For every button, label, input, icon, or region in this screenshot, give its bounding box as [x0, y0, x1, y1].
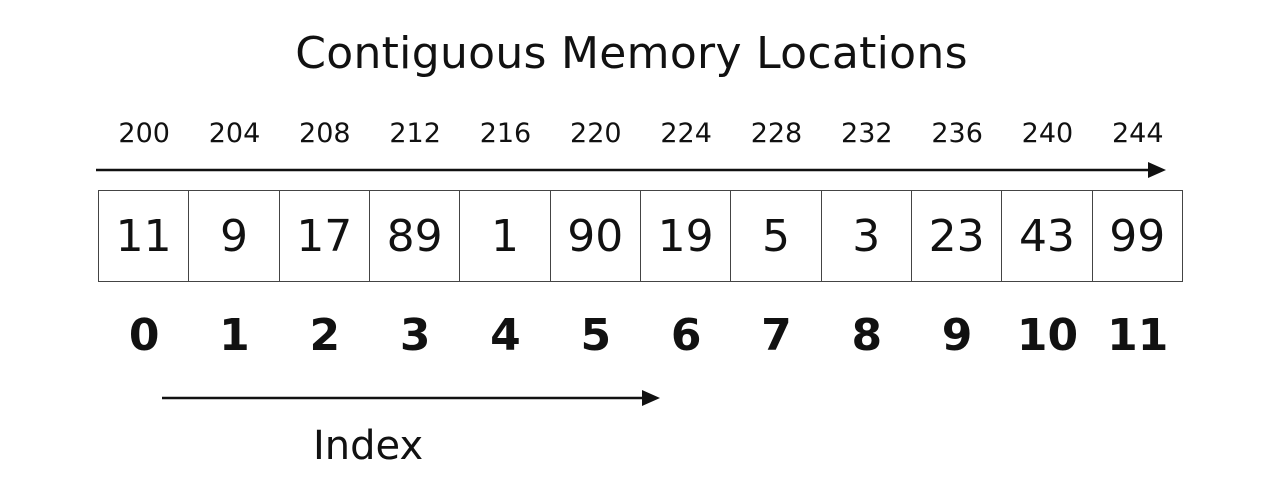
address-label: 232 [841, 118, 893, 149]
address-label: 204 [208, 118, 261, 149]
index-number: 1 [219, 310, 250, 361]
index-number: 11 [1107, 310, 1169, 361]
address-label: 228 [750, 118, 803, 149]
index-number: 2 [309, 310, 341, 361]
array-cell: 5 [731, 191, 822, 281]
index-number: 5 [580, 310, 612, 361]
address-label: 200 [118, 118, 170, 149]
address-label: 216 [479, 118, 532, 149]
index-number: 0 [128, 310, 160, 361]
array-cell: 1 [460, 191, 551, 281]
index-row: 0 1 2 3 4 5 6 7 8 9 10 11 [99, 310, 1183, 361]
index-number: 4 [490, 310, 521, 361]
address-row: 200 204 208 212 216 220 224 228 232 236 … [99, 118, 1183, 149]
array-cell: 90 [551, 191, 641, 281]
address-label: 208 [299, 118, 351, 149]
address-label: 240 [1021, 118, 1074, 149]
index-number: 8 [851, 310, 883, 361]
array-cell: 99 [1109, 210, 1166, 262]
array-cell: 11 [99, 191, 190, 281]
address-label: 220 [570, 118, 622, 149]
address-label: 212 [389, 118, 441, 149]
index-arrow [162, 390, 660, 406]
array-cells: 11 9 17 89 1 90 19 5 3 23 43 99 [98, 190, 1183, 282]
array-cell: 43 [1002, 191, 1093, 281]
index-number: 10 [1016, 310, 1079, 361]
array-cell: 23 [912, 191, 1003, 281]
address-label: 244 [1112, 118, 1164, 149]
index-number: 3 [399, 310, 431, 361]
address-arrow [96, 162, 1166, 178]
address-label: 236 [931, 118, 983, 149]
array-cell: 9 [189, 191, 280, 281]
index-number: 7 [761, 310, 792, 361]
array-cell: 3 [822, 191, 912, 281]
index-label: Index [313, 423, 424, 469]
address-label: 224 [660, 118, 712, 149]
array-cell: 89 [370, 191, 461, 281]
index-number: 6 [670, 310, 702, 361]
diagram-title: Contiguous Memory Locations [295, 28, 968, 79]
array-cell: 17 [280, 191, 370, 281]
index-number: 9 [941, 310, 973, 361]
array-cell: 19 [641, 191, 732, 281]
